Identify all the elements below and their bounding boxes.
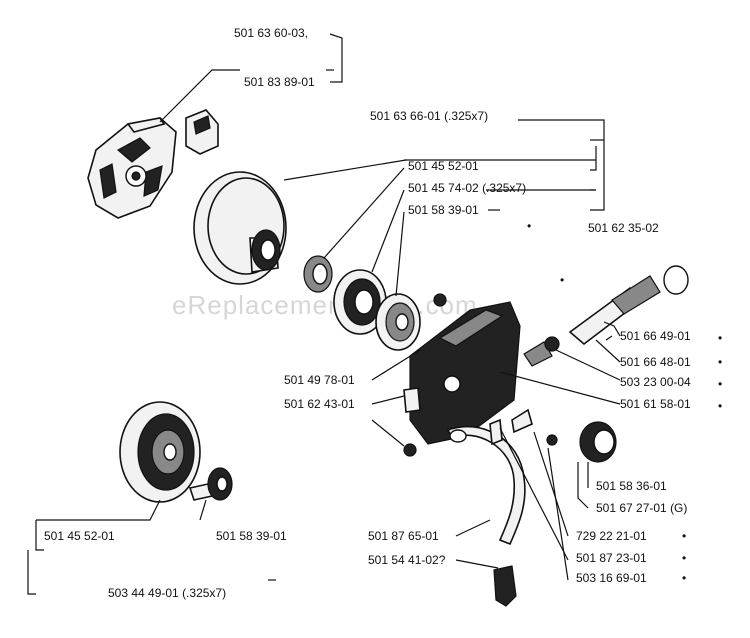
label-501457402: 501 45 74-02 (.325x7) — [408, 181, 526, 195]
bullet: • — [718, 355, 722, 369]
label-501455201-bottom: 501 45 52-01 — [44, 529, 115, 543]
part-labels: 501 63 60-03, 501 83 89-01 501 63 66-01 … — [44, 26, 691, 600]
label-501615801: 501 61 58-01 — [620, 397, 691, 411]
label-501544102: 501 54 41-02? — [368, 553, 446, 567]
label-503166901: 503 16 69-01 — [576, 571, 647, 585]
bullet: • — [527, 219, 531, 233]
oil-hose — [446, 425, 526, 546]
oil-pump-body — [403, 301, 521, 445]
label-503444901: 503 44 49-01 (.325x7) — [108, 586, 226, 600]
label-501672701: 501 67 27-01 (G) — [596, 501, 687, 515]
label-501583901-bottom: 501 58 39-01 — [216, 529, 287, 543]
bullet: • — [718, 331, 722, 345]
label-501838901: 501 83 89-01 — [244, 75, 315, 89]
label-503230004: 503 23 00-04 — [620, 375, 691, 389]
bullet: • — [682, 529, 686, 543]
label-729222101: 729 22 21-01 — [576, 529, 647, 543]
label-501624301: 501 62 43-01 — [284, 397, 355, 411]
watermark: eReplacementParts.com — [172, 290, 478, 320]
clutch-drum-alt — [119, 401, 201, 503]
worm-gear — [579, 421, 617, 463]
leader-lines — [27, 33, 621, 595]
clutch-assembly — [87, 117, 177, 219]
label-501636003: 501 63 60-03, — [234, 26, 308, 40]
label-501664801: 501 66 48-01 — [620, 355, 691, 369]
label-501623502: 501 62 35-02 — [588, 221, 659, 235]
label-501583901-top: 501 58 39-01 — [408, 203, 479, 217]
bullet: • — [560, 273, 564, 287]
rim-sprocket — [333, 269, 387, 335]
label-501872301: 501 87 23-01 — [576, 551, 647, 565]
washer-alt — [188, 467, 233, 501]
screw-parts — [403, 408, 558, 457]
label-501497801: 501 49 78-01 — [284, 373, 355, 387]
bullets: • • • • • • • • • — [527, 219, 722, 585]
pump-spring — [523, 336, 560, 367]
needle-bearing — [303, 255, 333, 293]
label-501636601: 501 63 66-01 (.325x7) — [370, 109, 488, 123]
label-501664901: 501 66 49-01 — [620, 329, 691, 343]
label-501455201-top: 501 45 52-01 — [408, 159, 479, 173]
clutch-drum — [193, 171, 287, 285]
bullet: • — [718, 399, 722, 413]
clutch-spring-part — [185, 109, 219, 155]
bullet: • — [682, 571, 686, 585]
oil-filter — [493, 565, 517, 607]
screw-small — [433, 293, 447, 307]
bullet: • — [718, 377, 722, 391]
label-501583601: 501 58 36-01 — [596, 479, 667, 493]
pump-shaft — [568, 265, 689, 346]
washer — [375, 293, 421, 351]
bullet: • — [682, 551, 686, 565]
label-501876501: 501 87 65-01 — [368, 529, 439, 543]
